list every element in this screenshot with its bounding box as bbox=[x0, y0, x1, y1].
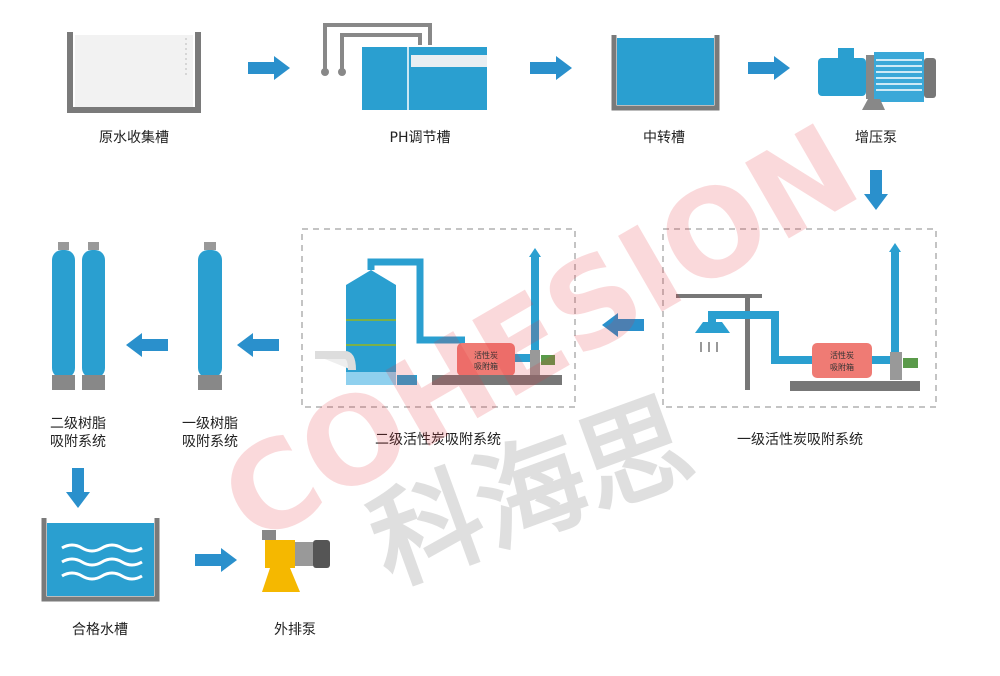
resin-1-label-line1: 一级树脂 bbox=[182, 416, 238, 432]
transfer-tank bbox=[611, 35, 720, 111]
discharge-pump bbox=[262, 530, 330, 592]
booster-pump-label: 增压泵 bbox=[855, 130, 897, 146]
resin-2-label-line1: 二级树脂 bbox=[50, 416, 106, 432]
carbon-system-2: 活性炭 吸附箱 bbox=[301, 228, 576, 408]
svg-text:吸附箱: 吸附箱 bbox=[474, 361, 498, 371]
flow-arrow-icon bbox=[195, 548, 237, 572]
svg-text:活性炭: 活性炭 bbox=[830, 350, 854, 360]
flow-arrow-icon bbox=[66, 468, 90, 508]
ph-tank bbox=[321, 23, 487, 110]
booster-pump bbox=[818, 48, 936, 110]
resin-column-1 bbox=[198, 242, 222, 390]
resin-2-label-line2: 吸附系统 bbox=[50, 434, 106, 450]
resin-column-2 bbox=[52, 242, 105, 390]
discharge-pump-label: 外排泵 bbox=[274, 622, 316, 638]
resin-1-label-line2: 吸附系统 bbox=[182, 434, 238, 450]
carbon-system-1: 活性炭 吸附箱 bbox=[662, 228, 937, 408]
carbon-1-label: 一级活性炭吸附系统 bbox=[737, 432, 863, 448]
svg-text:活性炭: 活性炭 bbox=[474, 350, 498, 360]
svg-text:吸附箱: 吸附箱 bbox=[830, 362, 854, 372]
flow-arrow-icon bbox=[248, 56, 290, 80]
qualified-water-tank bbox=[41, 518, 160, 602]
raw-water-tank bbox=[67, 32, 201, 113]
transfer-tank-label: 中转槽 bbox=[643, 130, 685, 146]
carbon-2-label: 二级活性炭吸附系统 bbox=[375, 432, 501, 448]
raw-tank-label: 原水收集槽 bbox=[99, 129, 169, 146]
ph-tank-label: PH调节槽 bbox=[390, 130, 451, 146]
flow-arrow-icon bbox=[237, 333, 279, 357]
flow-arrow-icon bbox=[748, 56, 790, 80]
qualified-tank-label: 合格水槽 bbox=[72, 622, 128, 638]
flow-arrow-icon bbox=[126, 333, 168, 357]
flow-arrow-icon bbox=[530, 56, 572, 80]
